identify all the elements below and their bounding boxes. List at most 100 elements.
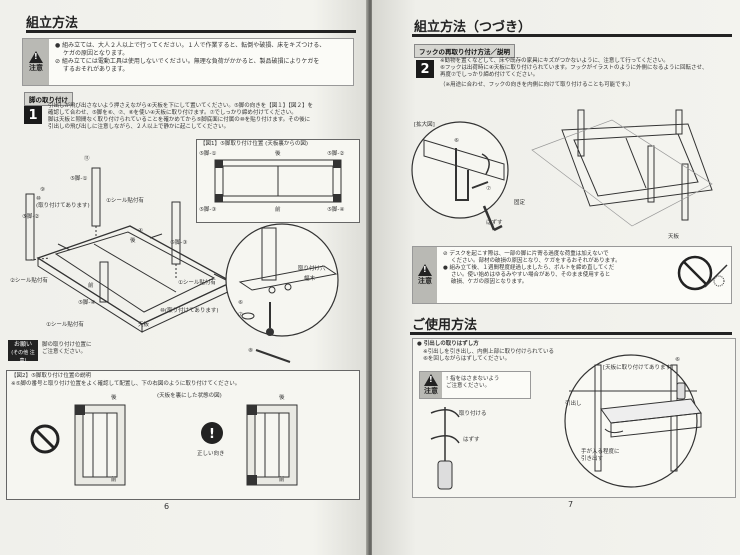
usage-sub-header: ● 引出しの取りはずし方 — [417, 341, 479, 347]
label-enlarged: [拡大図] — [414, 122, 435, 128]
usage-line: ⑥を回しながらはずしてください。 — [423, 356, 511, 362]
label-leg: ⑤脚-③ — [199, 207, 217, 213]
label-leg: ⑤脚-④ — [78, 300, 96, 306]
step-line: 確認して合わせ、⑤脚を⑥、⑦、⑧を使い④天板に取り付けます。⑦でしっかり締め付け… — [48, 110, 297, 116]
caution-line: ● 組み立ては、大人２人以上で行ってください。１人で作業すると、転倒や破損、床を… — [55, 42, 326, 49]
label-part: ⑥ — [454, 138, 459, 144]
step-text: 引出しが飛び出さないよう押さえながら④天板を下にして置いてください。⑤脚の向きを… — [48, 103, 358, 131]
label-preinstalled: ⑩(取り付けてあります) — [160, 308, 219, 314]
step-line: 脚は天板と隙間なく取り付けられていることを確かめてから⑤脚底面に付属の⑩を貼り付… — [48, 117, 311, 123]
caution-line: 破損、ケガの原因となります。 — [451, 279, 528, 285]
step-text: ※勧物を置くなどして、床や既存の家具にキズがつかないように、注意して行ってくださ… — [440, 58, 730, 89]
hex-key — [482, 205, 496, 231]
drawer-illustration — [564, 354, 702, 488]
step-line: ※勧物を置くなどして、床や既存の家具にキズがつかないように、注意して行ってくださ… — [440, 58, 669, 64]
table-frame — [54, 231, 216, 313]
usage-box: ● 引出しの取りはずし方 ※引出しを引き出し、内側上部に取り付けられている ⑥を… — [412, 338, 736, 498]
caution-line: さい。使い始めはゆるみやすい場合があり、そのまま使用すると — [451, 272, 611, 278]
label-part: ⑧ — [248, 348, 253, 354]
table-edge — [141, 281, 233, 333]
hook — [455, 148, 469, 201]
table-outline — [214, 159, 342, 203]
figure-1-title: 【図1】⑤脚取り付け位置 (天板裏からの図) — [200, 141, 308, 147]
label-back: 後 — [279, 395, 285, 401]
usage-rule — [410, 332, 732, 335]
step-line: ⑥フックは出荷時に④天板に取り付けられています。フックがイラストのように外側にな… — [440, 65, 708, 71]
prohibited-icon — [30, 424, 60, 454]
leg-2 — [171, 201, 181, 265]
svg-text:!: ! — [209, 427, 215, 442]
table-edge — [37, 257, 143, 333]
step-line: 引出しの飛び出しに注意しながら、２人以上で静かに起こしてください。 — [48, 124, 230, 130]
caution-box: 注意 ● 組み立ては、大人２人以上で行ってください。１人で作業すると、転倒や破損… — [22, 38, 354, 86]
desk-leg — [670, 364, 678, 472]
screw-illustration — [430, 407, 460, 490]
desk-leg — [681, 163, 689, 221]
request-line: ご注意ください。 — [42, 349, 87, 355]
step-line: 引出しが飛び出さないよう押さえながら④天板を下にして置いてください。⑤脚の向きを… — [48, 103, 314, 109]
caution-label: 注意 — [418, 277, 432, 285]
label-leg: ⑤脚-③ — [170, 240, 188, 246]
caution-badge: 注意 — [420, 372, 442, 398]
label-leg: ⑤脚-① — [70, 176, 88, 182]
label-preinstalled: [天板に取り付けてあります] — [603, 365, 674, 371]
hook-illustration — [411, 109, 713, 232]
zoom-plate — [238, 265, 338, 291]
label-remove: はずす — [486, 220, 503, 226]
label-hole: 取り付け穴 — [298, 266, 326, 272]
label-part: ④ — [138, 228, 143, 234]
book-gutter — [366, 0, 374, 555]
desk-leg — [594, 364, 602, 472]
label-leg: ⑤脚-② — [22, 214, 40, 220]
usage-title: ご使用方法 — [412, 318, 478, 333]
correct-icon — [201, 422, 223, 444]
caution-box: 注意 ⊘ デスクを起こす際は、一部の脚に片寄る過度な荷重は加えないで ください。… — [412, 246, 732, 304]
caution-line: するおそれがあります。 — [63, 66, 129, 73]
figure-2-title: 【図2】⑤脚取り付け位置の説明 — [11, 373, 91, 379]
small-caution-line: ご注意ください。 — [446, 383, 491, 389]
page-title: 組立方法（つづき） — [414, 20, 532, 35]
title-rule — [412, 34, 732, 37]
label-wood: 幅木 — [304, 276, 316, 282]
warning-icon — [29, 51, 43, 63]
tipping-illustration — [677, 255, 728, 291]
board-edge — [423, 139, 505, 181]
leg-4 — [99, 261, 109, 303]
zoom-circle — [411, 121, 509, 219]
warning-icon — [418, 264, 432, 276]
screw-part — [437, 460, 453, 490]
label-part: ⑪ — [84, 156, 90, 162]
caution-badge: 注意 — [23, 39, 49, 85]
label-seal: ①シール貼付有 — [106, 198, 144, 204]
label-pull: 引出し — [565, 401, 582, 407]
label-view: (天板を裏にした状態の図) — [157, 393, 222, 399]
leg-marker — [333, 194, 341, 202]
request-sub: (その他 注意) — [11, 350, 35, 364]
caution-text: ● 組み立ては、大人２人以上で行ってください。１人で作業すると、転倒や破損、床を… — [55, 42, 347, 74]
request-badge: お願い (その他 注意) — [8, 340, 38, 364]
label-front: 前 — [279, 477, 285, 483]
label-preinstalled: ⑩ (取り付けてあります) — [36, 196, 90, 209]
request-text: 脚の取り付け位置に ご注意ください。 — [42, 342, 92, 356]
step-line: （※用途に合わせ、フックの向きを内側に向けて取り付けることも可能です。） — [440, 82, 634, 88]
figure-2-subtitle: ※⑤脚の番号と取り付け位置をよく確認して配置し、下の右図のように取り付けてくださ… — [11, 381, 241, 387]
label-detach: はずす — [463, 437, 480, 443]
left-page: 組立方法 注意 ● 組み立ては、大人２人以上で行ってください。１人で作業すると、… — [0, 0, 368, 555]
caution-label: 注意 — [424, 387, 438, 395]
leg-1 — [91, 167, 101, 227]
right-page: 組立方法（つづき） フックの再取り付け方法／説明 2 ※勧物を置くなどして、床や… — [372, 0, 740, 555]
step-line: 再度⑦でしっかり締め付けてください。 — [440, 72, 539, 78]
page-number: 6 — [164, 502, 170, 511]
section-header: 脚の取り付け — [24, 92, 73, 106]
caution-line: ください。部材の破損の原因となり、ケガをするおそれがあります。 — [451, 258, 621, 264]
label-part: ⑦ — [238, 312, 243, 318]
leg-marker — [333, 160, 341, 168]
label-fix: 固定 — [514, 200, 526, 206]
page-title: 組立方法 — [26, 16, 79, 31]
label-seal: ①シール貼付有 — [178, 280, 216, 286]
label-back: 後 — [130, 238, 136, 244]
label-part: ⑦ — [486, 186, 491, 192]
step-number: 1 — [24, 106, 42, 124]
step-number: 2 — [416, 60, 434, 78]
prohibited-icon — [677, 255, 713, 291]
